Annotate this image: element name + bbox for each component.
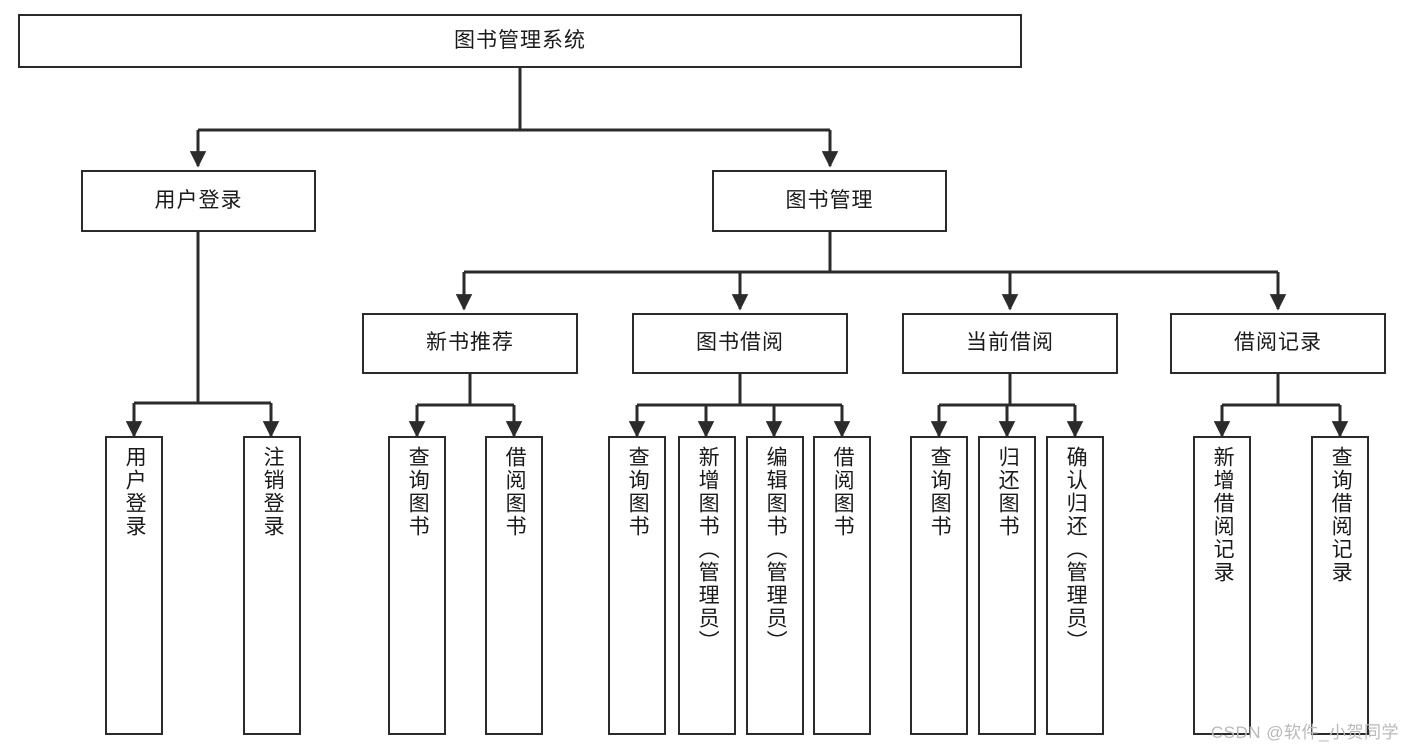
node-new-book-rec-label: 新书推荐 bbox=[426, 331, 514, 355]
node-leaf-borrow-book-2-label: 借阅图书 bbox=[831, 446, 855, 538]
node-leaf-query-record[interactable]: 查询借阅记录 bbox=[1311, 436, 1369, 735]
node-leaf-query-record-label: 查询借阅记录 bbox=[1329, 446, 1353, 584]
node-leaf-edit-book[interactable]: 编辑图书（管理员） bbox=[746, 436, 804, 735]
node-leaf-confirm-return[interactable]: 确认归还（管理员） bbox=[1046, 436, 1104, 735]
node-leaf-user-login[interactable]: 用户登录 bbox=[105, 436, 163, 735]
node-leaf-user-login-label: 用户登录 bbox=[123, 446, 147, 538]
node-leaf-return-book-label: 归还图书 bbox=[996, 446, 1020, 538]
node-book-manage[interactable]: 图书管理 bbox=[712, 170, 947, 232]
node-user-login[interactable]: 用户登录 bbox=[81, 170, 316, 232]
node-root[interactable]: 图书管理系统 bbox=[18, 14, 1022, 68]
node-current-borrow[interactable]: 当前借阅 bbox=[902, 313, 1118, 374]
node-new-book-rec[interactable]: 新书推荐 bbox=[362, 313, 578, 374]
node-leaf-borrow-book-1[interactable]: 借阅图书 bbox=[485, 436, 543, 735]
node-leaf-borrow-book-2[interactable]: 借阅图书 bbox=[813, 436, 871, 735]
node-user-login-label: 用户登录 bbox=[154, 188, 243, 212]
node-leaf-confirm-return-label: 确认归还（管理员） bbox=[1064, 446, 1088, 653]
node-leaf-return-book[interactable]: 归还图书 bbox=[978, 436, 1036, 735]
node-book-borrow-label: 图书借阅 bbox=[696, 331, 784, 355]
node-leaf-add-book[interactable]: 新增图书（管理员） bbox=[678, 436, 736, 735]
node-root-label: 图书管理系统 bbox=[454, 28, 586, 52]
node-leaf-add-record[interactable]: 新增借阅记录 bbox=[1193, 436, 1251, 735]
watermark-text: CSDN @软件_小贺同学 bbox=[1210, 723, 1399, 742]
node-leaf-add-book-label: 新增图书（管理员） bbox=[696, 446, 720, 653]
node-leaf-query-book-2[interactable]: 查询图书 bbox=[608, 436, 666, 735]
node-leaf-logout-label: 注销登录 bbox=[261, 446, 285, 538]
node-book-borrow[interactable]: 图书借阅 bbox=[632, 313, 848, 374]
node-borrow-record-label: 借阅记录 bbox=[1234, 331, 1322, 355]
node-leaf-query-book-1-label: 查询图书 bbox=[406, 446, 430, 538]
node-leaf-logout[interactable]: 注销登录 bbox=[243, 436, 301, 735]
node-book-manage-label: 图书管理 bbox=[785, 188, 874, 212]
node-leaf-borrow-book-1-label: 借阅图书 bbox=[503, 446, 527, 538]
node-leaf-query-book-3-label: 查询图书 bbox=[928, 446, 952, 538]
node-leaf-edit-book-label: 编辑图书（管理员） bbox=[764, 446, 788, 653]
node-borrow-record[interactable]: 借阅记录 bbox=[1170, 313, 1386, 374]
node-leaf-query-book-1[interactable]: 查询图书 bbox=[388, 436, 446, 735]
node-current-borrow-label: 当前借阅 bbox=[966, 331, 1054, 355]
node-leaf-query-book-3[interactable]: 查询图书 bbox=[910, 436, 968, 735]
node-leaf-add-record-label: 新增借阅记录 bbox=[1211, 446, 1235, 584]
node-leaf-query-book-2-label: 查询图书 bbox=[626, 446, 650, 538]
